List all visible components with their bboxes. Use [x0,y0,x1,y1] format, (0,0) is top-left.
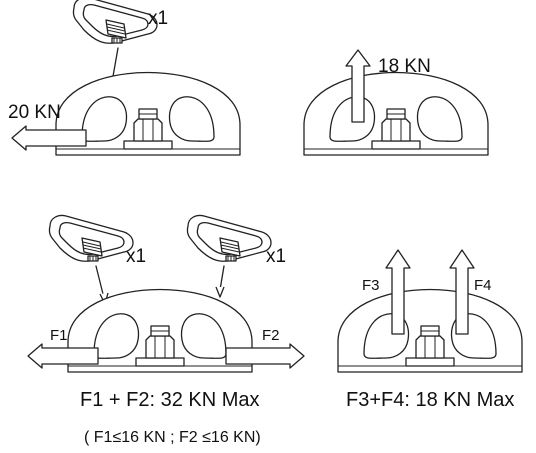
f1-label: F1 [50,327,68,344]
pull-arrow-up [345,49,371,123]
clip-icon [72,0,158,44]
pull-arrow-f2 [225,343,305,369]
clip-icon-left [48,214,134,262]
panel-bottom-left: x1 x1 F1 F2 F1 + F2: 32 KN Max ( F1≤16 K… [27,214,305,446]
pull-arrow-f3 [385,249,411,335]
cleat-body [337,288,523,373]
clip-icon-right [186,214,272,262]
clip-count-right-label: x1 [266,246,286,267]
pull-arrow-f4 [449,249,475,335]
f3-label: F3 [362,277,380,294]
pull-arrow-f1 [27,343,99,369]
cleat-body [303,71,489,156]
f2-label: F2 [262,327,280,344]
f4-label: F4 [474,277,492,294]
force-label-18kn: 18 KN [378,56,431,77]
panel-bottom-right: F3 F4 F3+F4: 18 KN Max [337,249,523,411]
caption-f3-f4: F3+F4: 18 KN Max [346,389,514,411]
subcaption-f1-f2: ( F1≤16 KN ; F2 ≤16 KN) [84,429,261,446]
pull-arrow-left [11,125,87,151]
clip-count-label: x1 [148,8,168,29]
force-label-20kn: 20 KN [8,102,61,123]
caption-f1-f2: F1 + F2: 32 KN Max [80,389,260,411]
panel-top-right: 18 KN [303,49,489,156]
clip-count-left-label: x1 [126,246,146,267]
panel-top-left: x1 20 KN [8,0,241,156]
